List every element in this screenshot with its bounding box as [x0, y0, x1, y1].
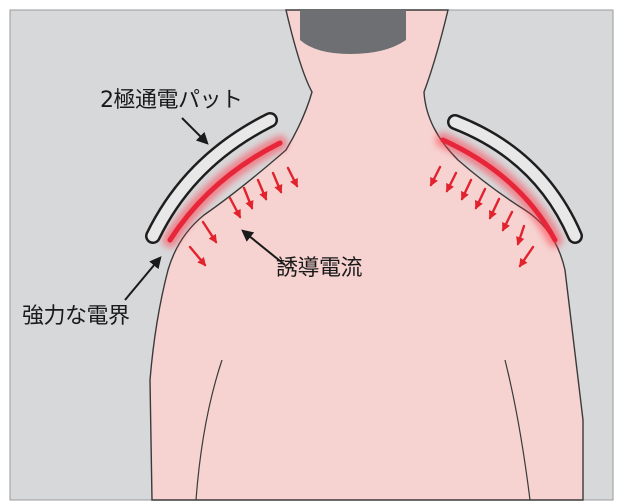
strong-field-label: 強力な電界: [22, 306, 130, 328]
head-shape: [300, 10, 406, 54]
pad-label: 2極通電パット: [100, 90, 243, 112]
induced-current-label: 誘導電流: [276, 258, 362, 280]
